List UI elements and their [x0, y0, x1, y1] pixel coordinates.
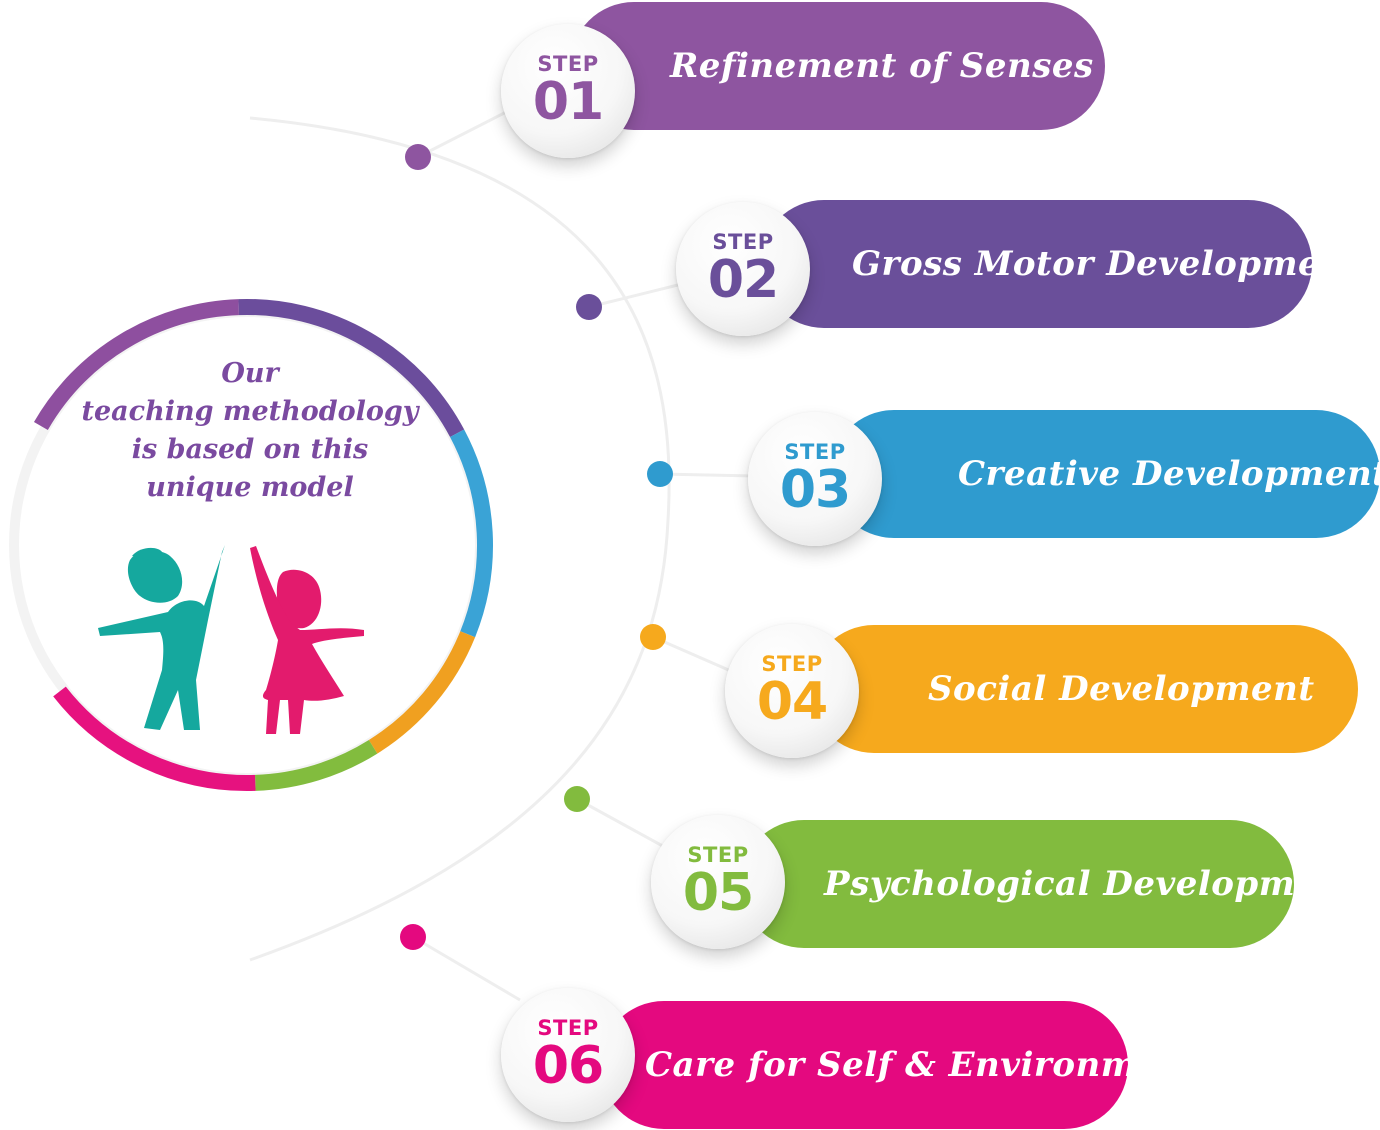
step-03-word: STEP — [784, 440, 846, 464]
step-05-badge: STEP 05 — [651, 815, 785, 949]
step-03-label: Creative Development — [958, 454, 1380, 494]
step-06-dot — [400, 924, 426, 950]
step-05-label: Psychological Development — [824, 864, 1359, 904]
step-01-word: STEP — [537, 52, 599, 76]
hub-ring — [33, 298, 493, 792]
connector-link — [652, 635, 741, 677]
hub-ring-arc — [368, 631, 476, 754]
step-02-pill: Gross Motor Development — [760, 200, 1361, 328]
step-06-word: STEP — [537, 1016, 599, 1040]
step-02-label: Gross Motor Development — [852, 244, 1362, 284]
step-02-badge: STEP 02 — [676, 202, 810, 336]
step-03-pill: Creative Development — [830, 410, 1380, 538]
step-06-pill: Care for Self & Environment — [600, 1001, 1200, 1129]
step-04-pill: Social Development — [810, 625, 1358, 753]
boy-figure-icon — [98, 545, 225, 730]
connector-link — [659, 472, 756, 478]
connector-curve — [249, 116, 671, 962]
step-01-pill: Refinement of Senses — [570, 2, 1105, 130]
step-01-badge: STEP 01 — [501, 24, 635, 158]
step-04-badge: STEP 04 — [725, 624, 859, 758]
step-02-dot — [576, 294, 602, 320]
connector-link — [576, 797, 671, 852]
step-04-dot — [640, 624, 666, 650]
hub-caption-line: teaching methodology — [81, 396, 419, 427]
step-02-word: STEP — [712, 230, 774, 254]
hub-ring-arc — [450, 429, 493, 638]
hub-caption-line: is based on this — [131, 434, 369, 465]
step-01-number: 01 — [532, 72, 604, 132]
step-01-label: Refinement of Senses — [670, 46, 1094, 86]
step-02-number: 02 — [707, 250, 779, 310]
connector-link — [412, 935, 521, 1002]
step-05-pill: Psychological Development — [740, 820, 1358, 948]
step-04-word: STEP — [761, 652, 823, 676]
step-01-dot — [405, 144, 431, 170]
step-05-dot — [564, 786, 590, 812]
hub-circle — [19, 317, 475, 773]
girl-figure-icon — [250, 546, 364, 734]
step-04-label: Social Development — [928, 669, 1315, 709]
connector-link — [417, 103, 521, 159]
hub-caption-line: unique model — [146, 472, 354, 503]
connector-link — [588, 280, 691, 309]
step-06-label: Care for Self & Environment — [645, 1045, 1201, 1085]
step-06-number: 06 — [532, 1036, 604, 1096]
step-03-number: 03 — [779, 460, 851, 520]
step-03-badge: STEP 03 — [748, 412, 882, 546]
step-03-dot — [647, 461, 673, 487]
hub-ring-arc — [254, 739, 378, 791]
hub-ring-arc — [33, 299, 239, 431]
step-05-number: 05 — [682, 863, 754, 923]
hub-ring-arc — [238, 298, 465, 438]
step-06-badge: STEP 06 — [501, 988, 635, 1122]
step-05-word: STEP — [687, 843, 749, 867]
step-04-number: 04 — [756, 672, 828, 732]
hub-caption-line: Our — [221, 358, 279, 389]
hub-caption: Our teaching methodology is based on thi… — [60, 355, 440, 507]
hub-ring-arc — [53, 686, 256, 792]
